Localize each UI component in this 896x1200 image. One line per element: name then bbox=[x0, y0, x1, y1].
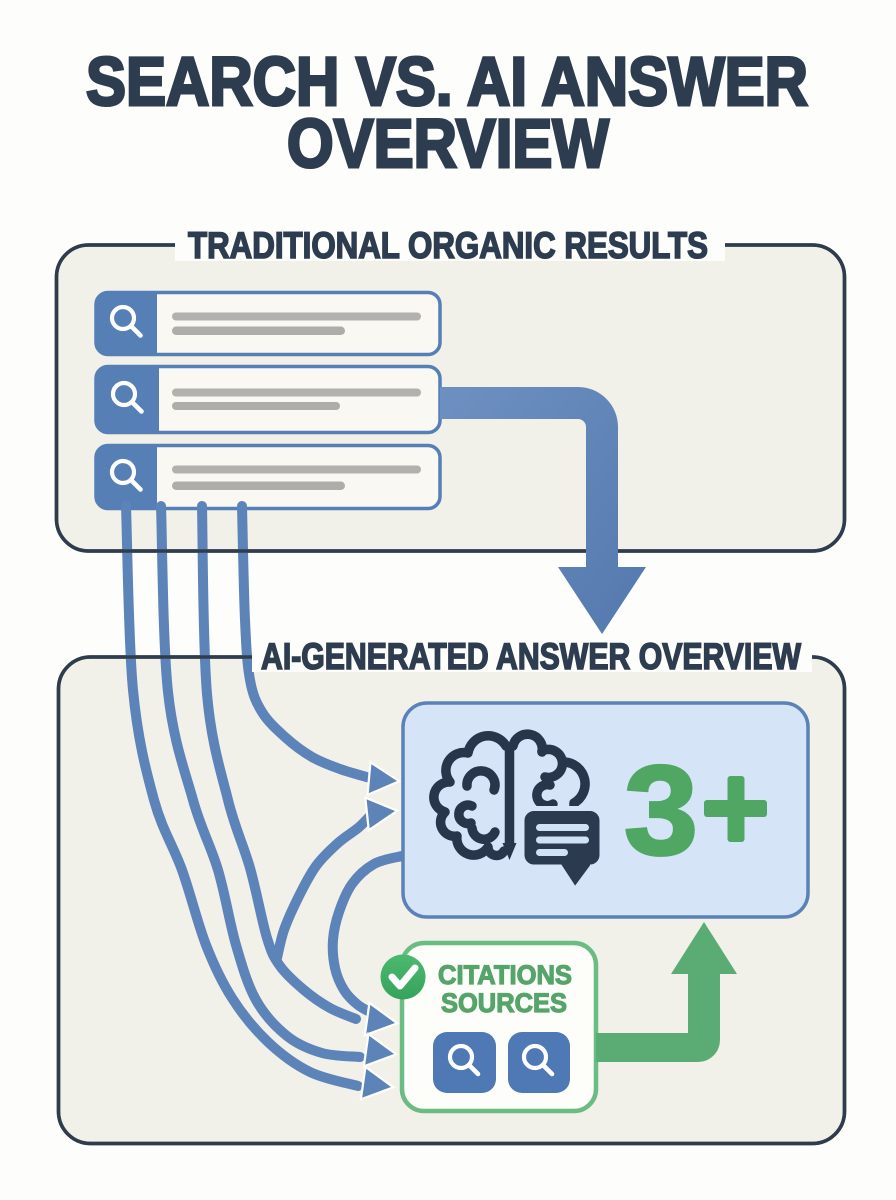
svg-text:SEARCH VS. AI ANSWER: SEARCH VS. AI ANSWER bbox=[86, 43, 808, 120]
svg-text:3: 3 bbox=[624, 739, 698, 881]
svg-text:OVERVIEW: OVERVIEW bbox=[287, 105, 610, 182]
svg-text:SOURCES: SOURCES bbox=[441, 988, 567, 1018]
svg-text:AI-GENERATED ANSWER OVERVIEW: AI-GENERATED ANSWER OVERVIEW bbox=[261, 636, 801, 677]
svg-text:CITATIONS: CITATIONS bbox=[438, 960, 572, 990]
svg-text:TRADITIONAL ORGANIC RESULTS: TRADITIONAL ORGANIC RESULTS bbox=[188, 225, 708, 266]
